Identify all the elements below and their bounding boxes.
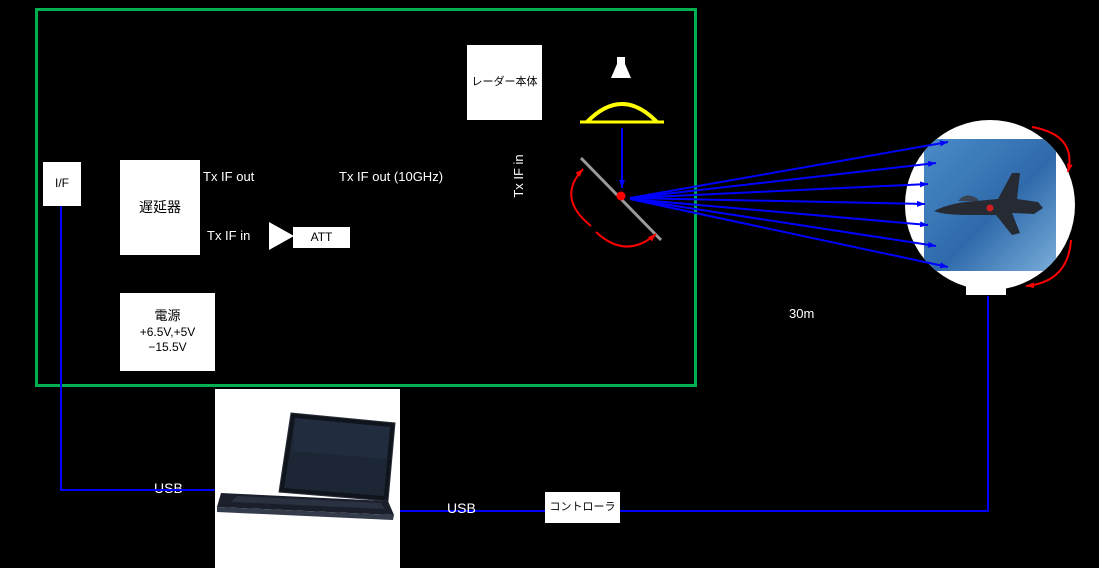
jet-silhouette: [934, 173, 1043, 235]
power-supply-voltages-2: −15.5V: [148, 340, 187, 355]
tx-if-in-label: Tx IF in: [207, 228, 251, 243]
laptop-photo: [215, 389, 400, 568]
fighter-jet-photo: [924, 139, 1056, 271]
usb-label-right: USB: [447, 500, 476, 516]
power-supply-title: 電源: [154, 307, 181, 323]
controller-label: コントローラ: [549, 501, 616, 514]
tx-if-out-10ghz-label: Tx IF out (10GHz): [339, 169, 444, 184]
delay-unit-label: 遅延器: [139, 199, 181, 216]
jet-canopy: [958, 195, 978, 201]
radar-main-unit-box: レーダー本体: [467, 45, 542, 120]
laptop-screen-glare: [293, 418, 390, 459]
if-box-label: I/F: [55, 176, 69, 191]
attenuator-box: ATT: [293, 227, 350, 248]
delay-unit-box: 遅延器: [120, 160, 200, 255]
target-circle: [905, 120, 1075, 290]
target-stand: [966, 281, 1006, 295]
usb-label-left: USB: [154, 480, 183, 496]
controller-box: コントローラ: [545, 492, 620, 523]
laptop-keyboard: [231, 496, 385, 509]
distance-label: 30m: [789, 306, 815, 321]
attenuator-label: ATT: [310, 229, 333, 244]
laptop-front-edge: [217, 507, 394, 520]
fighter-jet-illustration: [924, 139, 1056, 271]
jet-red-marking: [986, 204, 994, 212]
attenuator-triangle-icon: [269, 222, 294, 250]
tx-if-in-vertical-label: Tx IF in: [511, 154, 526, 198]
power-supply-voltages-1: +6.5V,+5V: [139, 324, 196, 339]
radar-main-unit-label: レーダー本体: [471, 76, 538, 89]
laptop-illustration: [217, 412, 396, 520]
tx-if-out-label: Tx IF out: [203, 169, 255, 184]
if-box: I/F: [43, 162, 81, 206]
power-supply-box: 電源 +6.5V,+5V −15.5V: [120, 293, 215, 371]
